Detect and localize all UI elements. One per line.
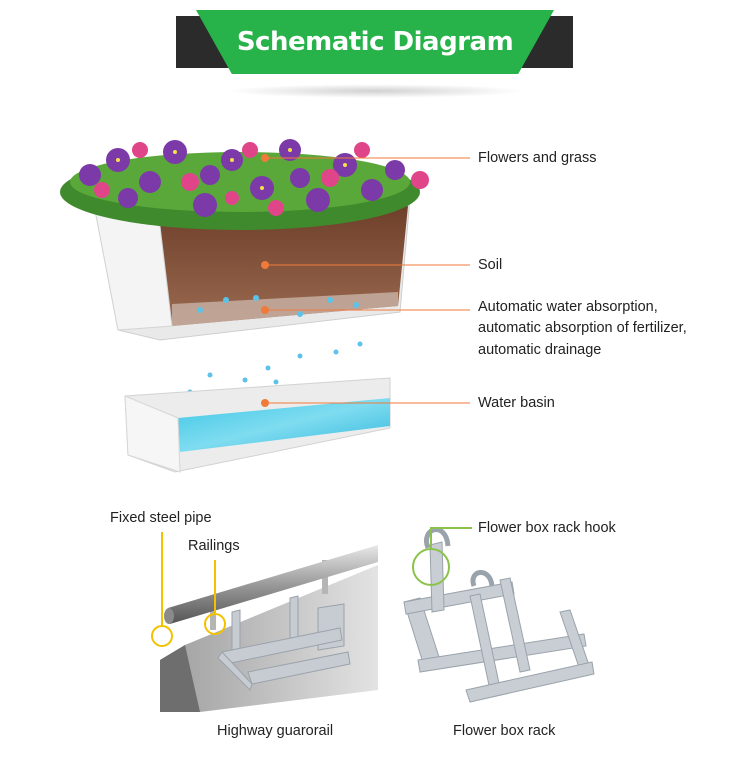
- banner-shadow: [225, 84, 525, 98]
- callout-dots: [261, 154, 269, 407]
- leader-rack-hook: [430, 527, 472, 549]
- label-flower-box-rack: Flower box rack: [453, 723, 556, 739]
- label-water-basin: Water basin: [478, 395, 555, 411]
- fixed-pipe-marker: [151, 625, 173, 647]
- hook-callout: [412, 527, 472, 586]
- label-fixed-steel-pipe: Fixed steel pipe: [110, 510, 212, 526]
- label-absorption-line-2: automatic absorption of fertilizer,: [478, 320, 687, 336]
- water-surface: [178, 398, 390, 452]
- label-railings: Railings: [188, 538, 240, 554]
- label-flower-box-rack-hook: Flower box rack hook: [478, 520, 616, 536]
- label-soil: Soil: [478, 257, 503, 273]
- railings-marker: [204, 613, 226, 635]
- water-droplets: [187, 295, 363, 395]
- guardrail-wall: [160, 565, 378, 712]
- highway-guardrail: [160, 545, 378, 712]
- mounted-rack: [217, 595, 351, 691]
- title-banner: [196, 10, 554, 74]
- page-title: Schematic Diagram: [236, 27, 514, 57]
- flowers-and-grass: [60, 139, 429, 230]
- label-absorption-line-1: Automatic water absorption,: [478, 299, 658, 315]
- water-basin: [124, 377, 391, 473]
- label-highway-guardrail: Highway guarorail: [217, 723, 334, 739]
- steel-pipe: [168, 545, 378, 624]
- callout-lines: [265, 157, 470, 404]
- label-flowers-and-grass: Flowers and grass: [478, 150, 597, 166]
- yellow-callouts: [151, 532, 226, 647]
- water-reservoir-layer: [172, 292, 398, 326]
- flower-box-rack: [403, 527, 595, 703]
- label-absorption-line-3: automatic drainage: [478, 342, 602, 358]
